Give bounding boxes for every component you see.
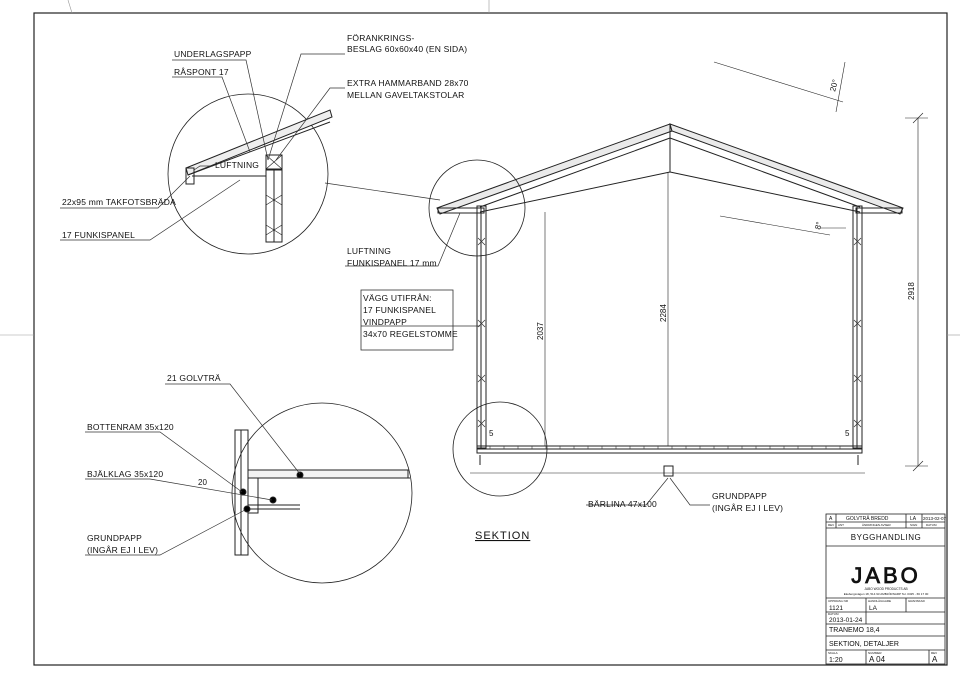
responsible: LA <box>869 605 878 612</box>
section-label: SEKTION <box>475 530 530 542</box>
eave-right <box>855 207 903 214</box>
model-name: TRANEMO 18,4 <box>829 627 880 634</box>
label-vagg-1: VÄGG UTIFRÅN: <box>363 293 432 303</box>
rev-header-1: REV <box>828 523 834 527</box>
rev-value-label: REV <box>931 651 937 655</box>
label-grundpapp-r2: (INGÅR EJ I LEV) <box>712 503 783 513</box>
dim-slope-right: 5 <box>845 429 850 438</box>
dim-wall-height: 2037 <box>536 322 545 340</box>
label-forankring-2: BESLAG 60x60x40 (EN SIDA) <box>347 44 467 54</box>
roof-right <box>669 123 904 215</box>
eave-detail-circle <box>167 93 329 255</box>
order-no: 1121 <box>829 605 843 612</box>
truss-bottom-left <box>479 137 671 208</box>
rev-header-4: SIGN <box>910 523 917 527</box>
dim-slope-left: 5 <box>489 429 494 438</box>
eave-left <box>437 207 485 214</box>
stud-mark <box>477 374 486 383</box>
company-logo: JABO <box>851 563 920 588</box>
stud-mark <box>477 419 486 428</box>
building-section <box>428 61 928 497</box>
drawing-title: SEKTION, DETALJER <box>829 641 899 648</box>
dim-total-height: 2918 <box>907 282 916 300</box>
label-grundpapp-r1: GRUNDPAPP <box>712 491 767 501</box>
title-block <box>825 513 946 665</box>
date-label: DATUM <box>828 612 839 616</box>
dimension-labels: 20° 8° 2037 2284 2918 5 5 20 <box>198 78 916 487</box>
ceiling-left <box>479 171 671 213</box>
callout-labels: UNDERLAGSPAPP RÅSPONT 17 FÖRANKRINGS- BE… <box>62 33 783 555</box>
stud-marks <box>477 237 862 428</box>
scale-value: 1:20 <box>829 657 843 664</box>
dim-detail-20: 20 <box>198 478 207 487</box>
label-golvtra: 21 GOLVTRÄ <box>167 373 221 383</box>
rev-header-5: DATUM <box>926 523 937 527</box>
label-vagg-2: 17 FUNKISPANEL <box>363 305 436 315</box>
date-value: 2013-01-24 <box>829 617 863 624</box>
trim-mark <box>67 0 73 14</box>
rev-value: A <box>932 655 938 664</box>
detail-circle-eave <box>428 159 526 257</box>
label-luftning-eave: LUFTNING <box>215 160 259 170</box>
barlina-beam <box>663 465 674 477</box>
rev-date: 2013-02-07 <box>923 516 947 521</box>
eave-detail <box>167 93 333 255</box>
floor-detail <box>231 402 413 584</box>
scale-label: SKALA <box>828 651 838 655</box>
label-grundpapp-2: (INGÅR EJ I LEV) <box>87 545 158 555</box>
leader-lines <box>60 53 710 556</box>
label-bottenram: BOTTENRAM 35x120 <box>87 422 174 432</box>
label-takfotsbrada: 22x95 mm TAKFOTSBRÄDA <box>62 197 176 207</box>
label-forankring-1: FÖRANKRINGS- <box>347 33 415 43</box>
title-block-text: A GOLVTRÄ BREDD LA 2013-02-07 REV ANT ÄN… <box>828 515 947 664</box>
label-vagg-4: 34x70 REGELSTOMME <box>363 329 458 339</box>
wall-callout-box <box>360 289 454 351</box>
ceiling-right <box>669 171 861 213</box>
dim-ridge-height: 2284 <box>659 304 668 322</box>
status-text: BYGGHANDLING <box>851 533 921 542</box>
company-name: JABO WOOD PRODUCTS AB <box>864 587 907 591</box>
order-no-label: UPPDRAG NR <box>828 599 849 603</box>
roof-left <box>436 123 673 215</box>
label-grundpapp-1: GRUNDPAPP <box>87 533 142 543</box>
label-luftning-2: LUFTNING <box>347 246 391 256</box>
stud-mark <box>853 374 862 383</box>
rev-header-3: ÄNDRINGEN AVSER <box>862 523 891 527</box>
rev-letter: A <box>829 516 833 522</box>
stud-mark <box>853 237 862 246</box>
sheet-border <box>33 12 948 666</box>
truss-bottom-right <box>669 137 861 208</box>
floor-detail-boards <box>247 469 409 479</box>
label-vagg-3: VINDPAPP <box>363 317 407 327</box>
floor-detail-circle <box>231 402 413 584</box>
label-funkispanel-mm: FUNKISPANEL 17 mm <box>347 258 437 268</box>
label-barlina: BÄRLINA 47x100 <box>588 499 657 509</box>
label-underlagspapp: UNDERLAGSPAPP <box>174 49 252 59</box>
dim-angle-20: 20° <box>828 78 840 92</box>
number-value: A 04 <box>869 655 886 664</box>
responsible-label: HANDLÄGGARE <box>868 599 891 603</box>
eave-detail-roof <box>185 109 333 176</box>
company-address: Ekebergsvägen 18, 514 93 AMBJÖRNARP Tel.… <box>844 592 929 596</box>
label-hammarband-2: MELLAN GAVELTAKSTOLAR <box>347 90 464 100</box>
number-label: NUMMER <box>868 651 882 655</box>
detail-circle-floor <box>452 401 548 497</box>
rev-header-2: ANT <box>838 523 844 527</box>
label-bjalklag: BJÄLKLAG 35x120 <box>87 469 163 479</box>
floor-ticks <box>489 446 841 449</box>
label-hammarband-1: EXTRA HAMMARBAND 28x70 <box>347 78 469 88</box>
dim-angle-8: 8° <box>813 221 824 231</box>
label-funkispanel: 17 FUNKISPANEL <box>62 230 135 240</box>
rev-sign: LA <box>910 516 917 522</box>
stud-mark <box>477 237 486 246</box>
stud-mark <box>853 319 862 328</box>
eave-detail-beam <box>265 154 283 170</box>
stud-mark <box>853 419 862 428</box>
rev-text: GOLVTRÄ BREDD <box>846 515 889 522</box>
label-raspont: RÅSPONT 17 <box>174 67 229 77</box>
approved-label: GRANSKAD <box>908 599 926 603</box>
